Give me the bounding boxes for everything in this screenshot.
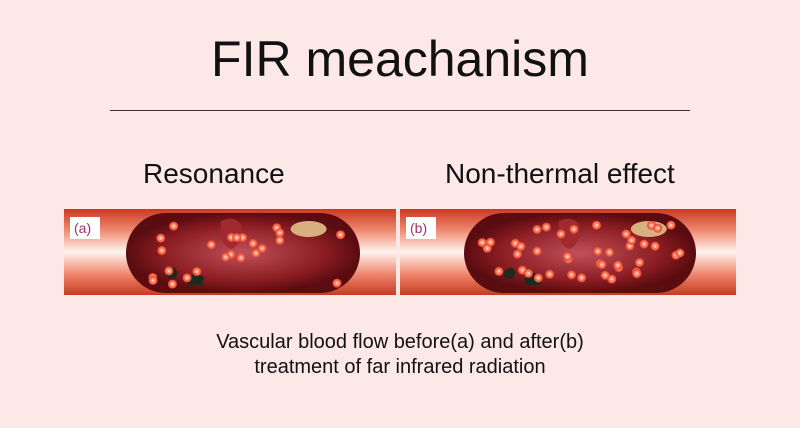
red-blood-cell (485, 237, 495, 247)
red-blood-cell (523, 268, 533, 278)
red-blood-cell (164, 266, 174, 276)
page-title: FIR meachanism (211, 31, 589, 87)
red-blood-cell (532, 246, 542, 256)
red-blood-cell (675, 248, 685, 258)
red-blood-cell (221, 252, 231, 262)
red-blood-cell (192, 266, 202, 276)
red-blood-cell (541, 222, 551, 232)
red-blood-cell (512, 249, 522, 259)
red-blood-cell (275, 228, 285, 238)
panel-label: (a) (74, 220, 91, 236)
red-blood-cell (627, 235, 637, 245)
red-blood-cell (604, 247, 614, 257)
red-blood-cell (257, 243, 267, 253)
red-blood-cell (613, 260, 623, 270)
red-blood-cell (597, 260, 607, 270)
red-blood-cell (532, 224, 542, 234)
red-blood-cell (600, 270, 610, 280)
red-blood-cell (639, 239, 649, 249)
red-blood-cell (666, 220, 676, 230)
red-blood-cell (494, 266, 504, 276)
panel-label-box (70, 217, 100, 239)
red-blood-cell (167, 279, 177, 289)
panel-label-box (406, 217, 436, 239)
deposit (186, 273, 204, 285)
red-blood-cell (556, 229, 566, 239)
red-blood-cell (621, 229, 631, 239)
red-blood-cell (206, 240, 216, 250)
caption-line-2: treatment of far infrared radiation (254, 356, 546, 378)
red-blood-cell (148, 275, 158, 285)
red-blood-cell (516, 241, 526, 251)
panel-label: (b) (410, 220, 427, 236)
red-blood-cell (157, 246, 167, 256)
red-blood-cell (650, 241, 660, 251)
deposit (504, 267, 516, 279)
red-blood-cell (592, 220, 602, 230)
caption: Vascular blood flow before(a) and after(… (0, 330, 800, 380)
red-blood-cell (545, 269, 555, 279)
red-blood-cell (232, 233, 242, 243)
red-blood-cell (577, 273, 587, 283)
red-blood-cell (634, 257, 644, 267)
plaque (290, 221, 327, 237)
red-blood-cell (653, 223, 663, 233)
red-blood-cell (632, 269, 642, 279)
red-blood-cell (251, 248, 261, 258)
red-blood-cell (156, 233, 166, 243)
red-blood-cell (248, 238, 258, 248)
red-blood-cell (169, 221, 179, 231)
heading-non-thermal: Non-thermal effect (445, 158, 675, 189)
vessel-diagram-before: (a) (64, 209, 396, 295)
red-blood-cell (236, 253, 246, 263)
red-blood-cell (533, 273, 543, 283)
red-blood-cell (332, 278, 342, 288)
red-blood-cell (562, 252, 572, 262)
red-blood-cell (593, 246, 603, 256)
red-blood-cell (569, 224, 579, 234)
red-blood-cell (607, 274, 617, 284)
red-blood-cell (275, 235, 285, 245)
red-blood-cell (336, 230, 346, 240)
caption-line-1: Vascular blood flow before(a) and after(… (216, 331, 584, 353)
vessel-diagram-after: (b) (400, 209, 736, 295)
red-blood-cell (182, 273, 192, 283)
divider (110, 110, 690, 111)
heading-resonance: Resonance (143, 158, 285, 189)
red-blood-cell (567, 270, 577, 280)
